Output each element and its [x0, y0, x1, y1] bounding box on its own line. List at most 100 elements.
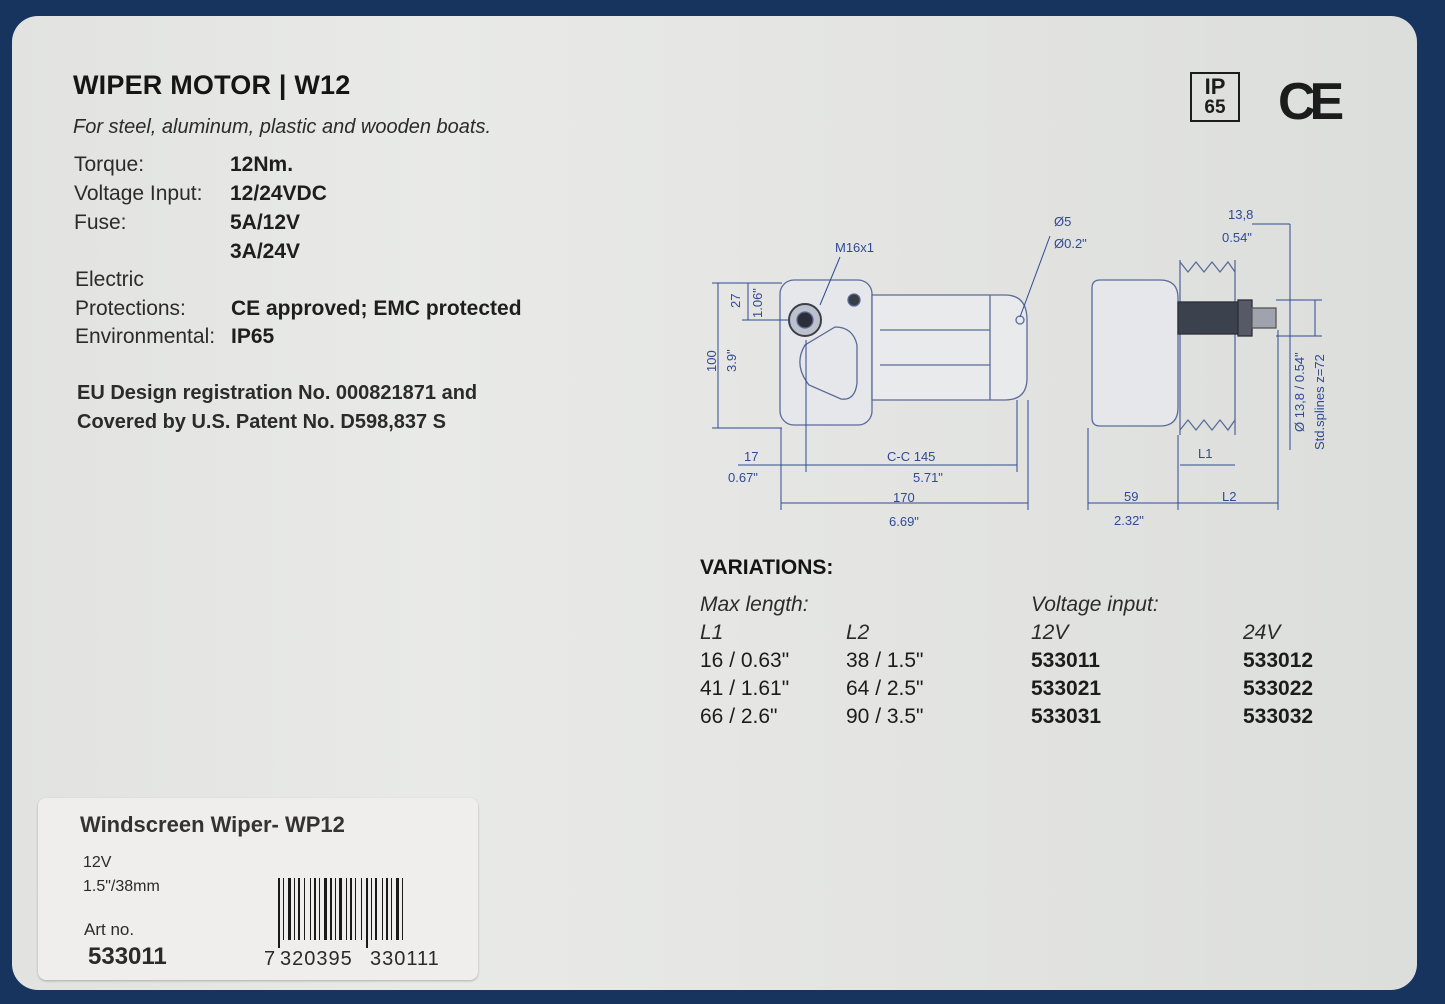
- label-59: 59: [1124, 489, 1138, 504]
- side-housing: [1091, 279, 1179, 427]
- page-title: WIPER MOTOR | W12: [73, 70, 351, 100]
- sticker-length: 1.5"/38mm: [83, 878, 160, 895]
- barcode-bar: [382, 878, 383, 940]
- label-l1: L1: [1198, 446, 1212, 461]
- label-100: 100: [704, 350, 719, 372]
- motor-body: [871, 294, 1028, 401]
- barcode-bar: [310, 878, 311, 940]
- spec-value-fuse-12v: 5A/12V: [230, 211, 301, 234]
- barcode-first-digit: 7: [264, 948, 276, 970]
- barcode-right-digits: 330111: [370, 948, 440, 970]
- barcode-bar: [339, 878, 342, 940]
- product-sticker: Windscreen Wiper- WP12 12V 1.5"/38mm Art…: [38, 798, 478, 980]
- barcode-bar: [391, 878, 392, 940]
- label-m16: M16x1: [835, 240, 874, 255]
- front-view: [779, 279, 1028, 426]
- barcode-bar: [386, 878, 388, 940]
- label-39: 3.9": [724, 349, 739, 372]
- barcode-bar: [346, 878, 347, 940]
- table-row-1-12v: 533011: [1031, 649, 1100, 672]
- spec-label-voltage: Voltage Input:: [74, 182, 203, 205]
- spec-label-electric: Electric: [75, 268, 144, 291]
- side-view: [1091, 260, 1277, 435]
- spec-label-fuse: Fuse:: [74, 211, 127, 234]
- barcode-bar: [283, 878, 284, 940]
- spec-value-environmental: IP65: [231, 325, 275, 348]
- barcode-bar: [288, 878, 291, 940]
- ip-badge-top: IP: [1204, 74, 1226, 99]
- variations-col-12v: 12V: [1031, 621, 1069, 644]
- ip-badge-bottom: 65: [1204, 97, 1226, 118]
- variations-voltage-heading: Voltage input:: [1031, 593, 1159, 616]
- barcode-bar: [361, 878, 362, 940]
- spec-value-protections: CE approved; EMC protected: [231, 297, 522, 320]
- label-138: 13,8: [1228, 207, 1253, 222]
- spec-value-fuse-24v: 3A/24V: [230, 240, 301, 263]
- table-row-2-24v: 533022: [1243, 677, 1314, 700]
- label-d5: Ø5: [1054, 214, 1071, 229]
- table-row-3-l1: 66 / 2.6": [700, 705, 778, 728]
- spec-label-protections: Protections:: [75, 297, 186, 320]
- break-line-top: [1179, 260, 1236, 274]
- label-cc145: C-C 145: [887, 449, 935, 464]
- table-row-2-12v: 533021: [1031, 677, 1102, 700]
- spec-label-torque: Torque:: [74, 153, 145, 176]
- barcode-bar: [278, 878, 280, 948]
- page-subtitle: For steel, aluminum, plastic and wooden …: [73, 116, 491, 138]
- table-row-3-l2: 90 / 3.5": [846, 705, 924, 728]
- spec-value-voltage: 12/24VDC: [230, 182, 327, 205]
- leader-m16: [819, 256, 841, 306]
- shaft-center: [796, 311, 814, 329]
- spec-value-torque: 12Nm.: [230, 153, 294, 176]
- barcode-bar: [371, 878, 372, 940]
- leader-d5: [1019, 235, 1051, 318]
- barcode: [278, 878, 403, 948]
- label-17: 17: [744, 449, 758, 464]
- label-170: 170: [893, 490, 915, 505]
- ip65-badge: IP 65: [1190, 72, 1240, 122]
- label-571: 5.71": [913, 470, 943, 485]
- barcode-bar: [330, 878, 332, 940]
- table-row-1-l2: 38 / 1.5": [846, 649, 924, 672]
- table-row-1-24v: 533012: [1243, 649, 1314, 672]
- registration-line-1: EU Design registration No. 000821871 and: [77, 382, 478, 404]
- ce-mark: CE: [1278, 73, 1344, 131]
- variations-col-24v: 24V: [1243, 621, 1281, 644]
- barcode-bar: [314, 878, 316, 940]
- table-row-2-l2: 64 / 2.5": [846, 677, 924, 700]
- mounting-hole: [847, 293, 861, 307]
- table-row-3-12v: 533031: [1031, 705, 1102, 728]
- table-row-2-l1: 41 / 1.61": [700, 677, 790, 700]
- sticker-art-number: 533011: [88, 943, 167, 970]
- variations-max-length-heading: Max length:: [700, 593, 809, 616]
- label-106: 1.06": [750, 288, 765, 318]
- barcode-bar: [324, 878, 327, 940]
- label-27: 27: [728, 294, 743, 308]
- barcode-bar: [298, 878, 300, 940]
- label-067: 0.67": [728, 470, 758, 485]
- label-l2: L2: [1222, 489, 1236, 504]
- sticker-art-label: Art no.: [84, 920, 135, 939]
- break-line-bottom: [1179, 418, 1236, 432]
- side-dimension-lines: [1087, 223, 1322, 510]
- barcode-bar: [335, 878, 336, 940]
- registration-line-2: Covered by U.S. Patent No. D598,837 S: [77, 411, 447, 433]
- label-d02: Ø0.2": [1054, 236, 1087, 251]
- shaft-collar: [1177, 301, 1239, 335]
- barcode-bar: [350, 878, 352, 940]
- label-054: 0.54": [1222, 230, 1252, 245]
- spec-label-environmental: Environmental:: [75, 325, 216, 348]
- table-row-3-24v: 533032: [1243, 705, 1314, 728]
- barcode-bar: [366, 878, 368, 948]
- label-669: 6.69": [889, 514, 919, 529]
- label-shaft-diameter: Ø 13,8 / 0.54": [1292, 352, 1307, 432]
- barcode-bar: [396, 878, 399, 940]
- shaft-nut-side: [1237, 299, 1253, 337]
- barcode-left-digits: 320395: [280, 948, 353, 970]
- barcode-bar: [319, 878, 320, 940]
- gearbox-cover: [799, 326, 858, 400]
- variations-col-l2: L2: [846, 621, 870, 644]
- barcode-bar: [402, 878, 403, 940]
- sticker-voltage: 12V: [83, 854, 112, 871]
- sticker-product-name: Windscreen Wiper- WP12: [80, 812, 345, 837]
